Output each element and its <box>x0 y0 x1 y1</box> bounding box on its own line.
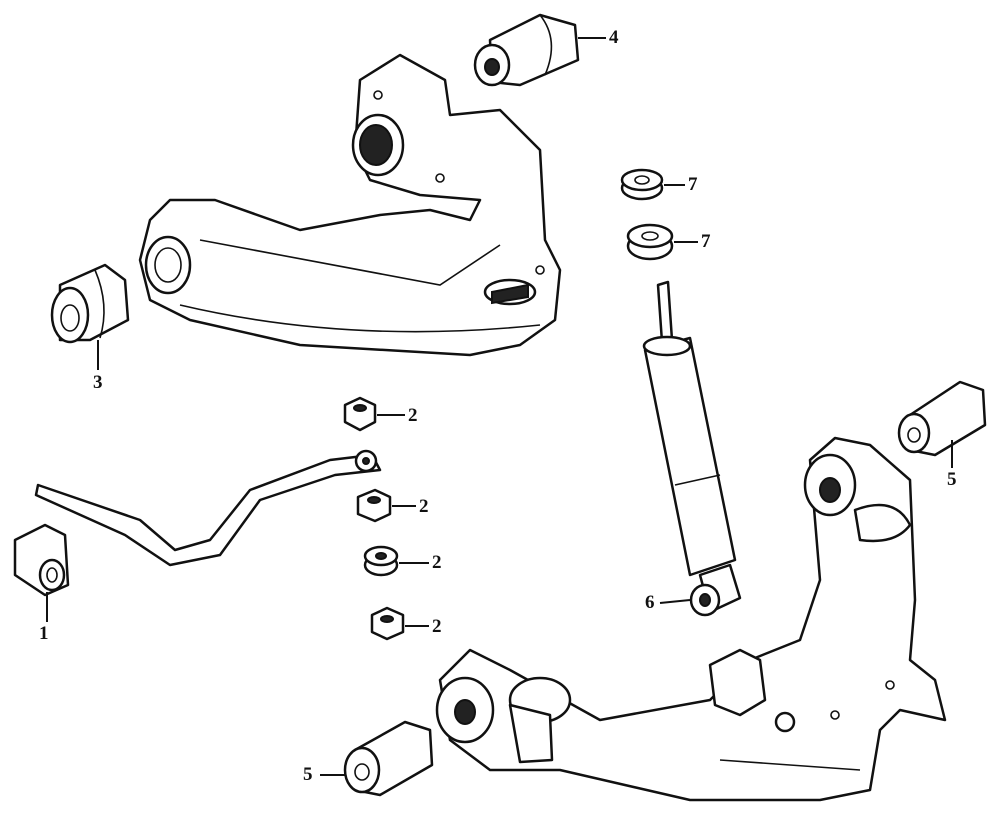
callout-2: 2 <box>408 405 418 426</box>
callout-7: 7 <box>701 231 711 252</box>
bushing-2-d <box>370 606 429 641</box>
callout-5: 5 <box>303 764 313 785</box>
bushing-4 <box>473 13 606 87</box>
upper-control-arm <box>138 53 562 357</box>
callout-6: 6 <box>645 592 655 613</box>
bushing-7-lower <box>626 223 698 261</box>
callout-3: 3 <box>93 372 103 393</box>
lower-control-arm <box>435 436 947 802</box>
bushing-2-a <box>343 396 405 432</box>
bushing-2-c <box>363 545 429 577</box>
callout-2: 2 <box>432 552 442 573</box>
callout-2: 2 <box>432 616 442 637</box>
bushing-3 <box>50 263 130 370</box>
bushing-7-upper <box>620 168 685 201</box>
shock-absorber <box>642 280 742 617</box>
bushing-5-lower <box>320 720 434 797</box>
bushing-2-b <box>356 488 416 523</box>
bushing-1 <box>13 523 70 622</box>
stabilizer-bar <box>34 449 382 567</box>
callout-2: 2 <box>419 496 429 517</box>
bushing-5-upper <box>897 380 987 468</box>
callout-4: 4 <box>609 27 619 48</box>
callout-7: 7 <box>688 174 698 195</box>
callout-5: 5 <box>947 469 957 490</box>
callout-1: 1 <box>39 623 49 644</box>
